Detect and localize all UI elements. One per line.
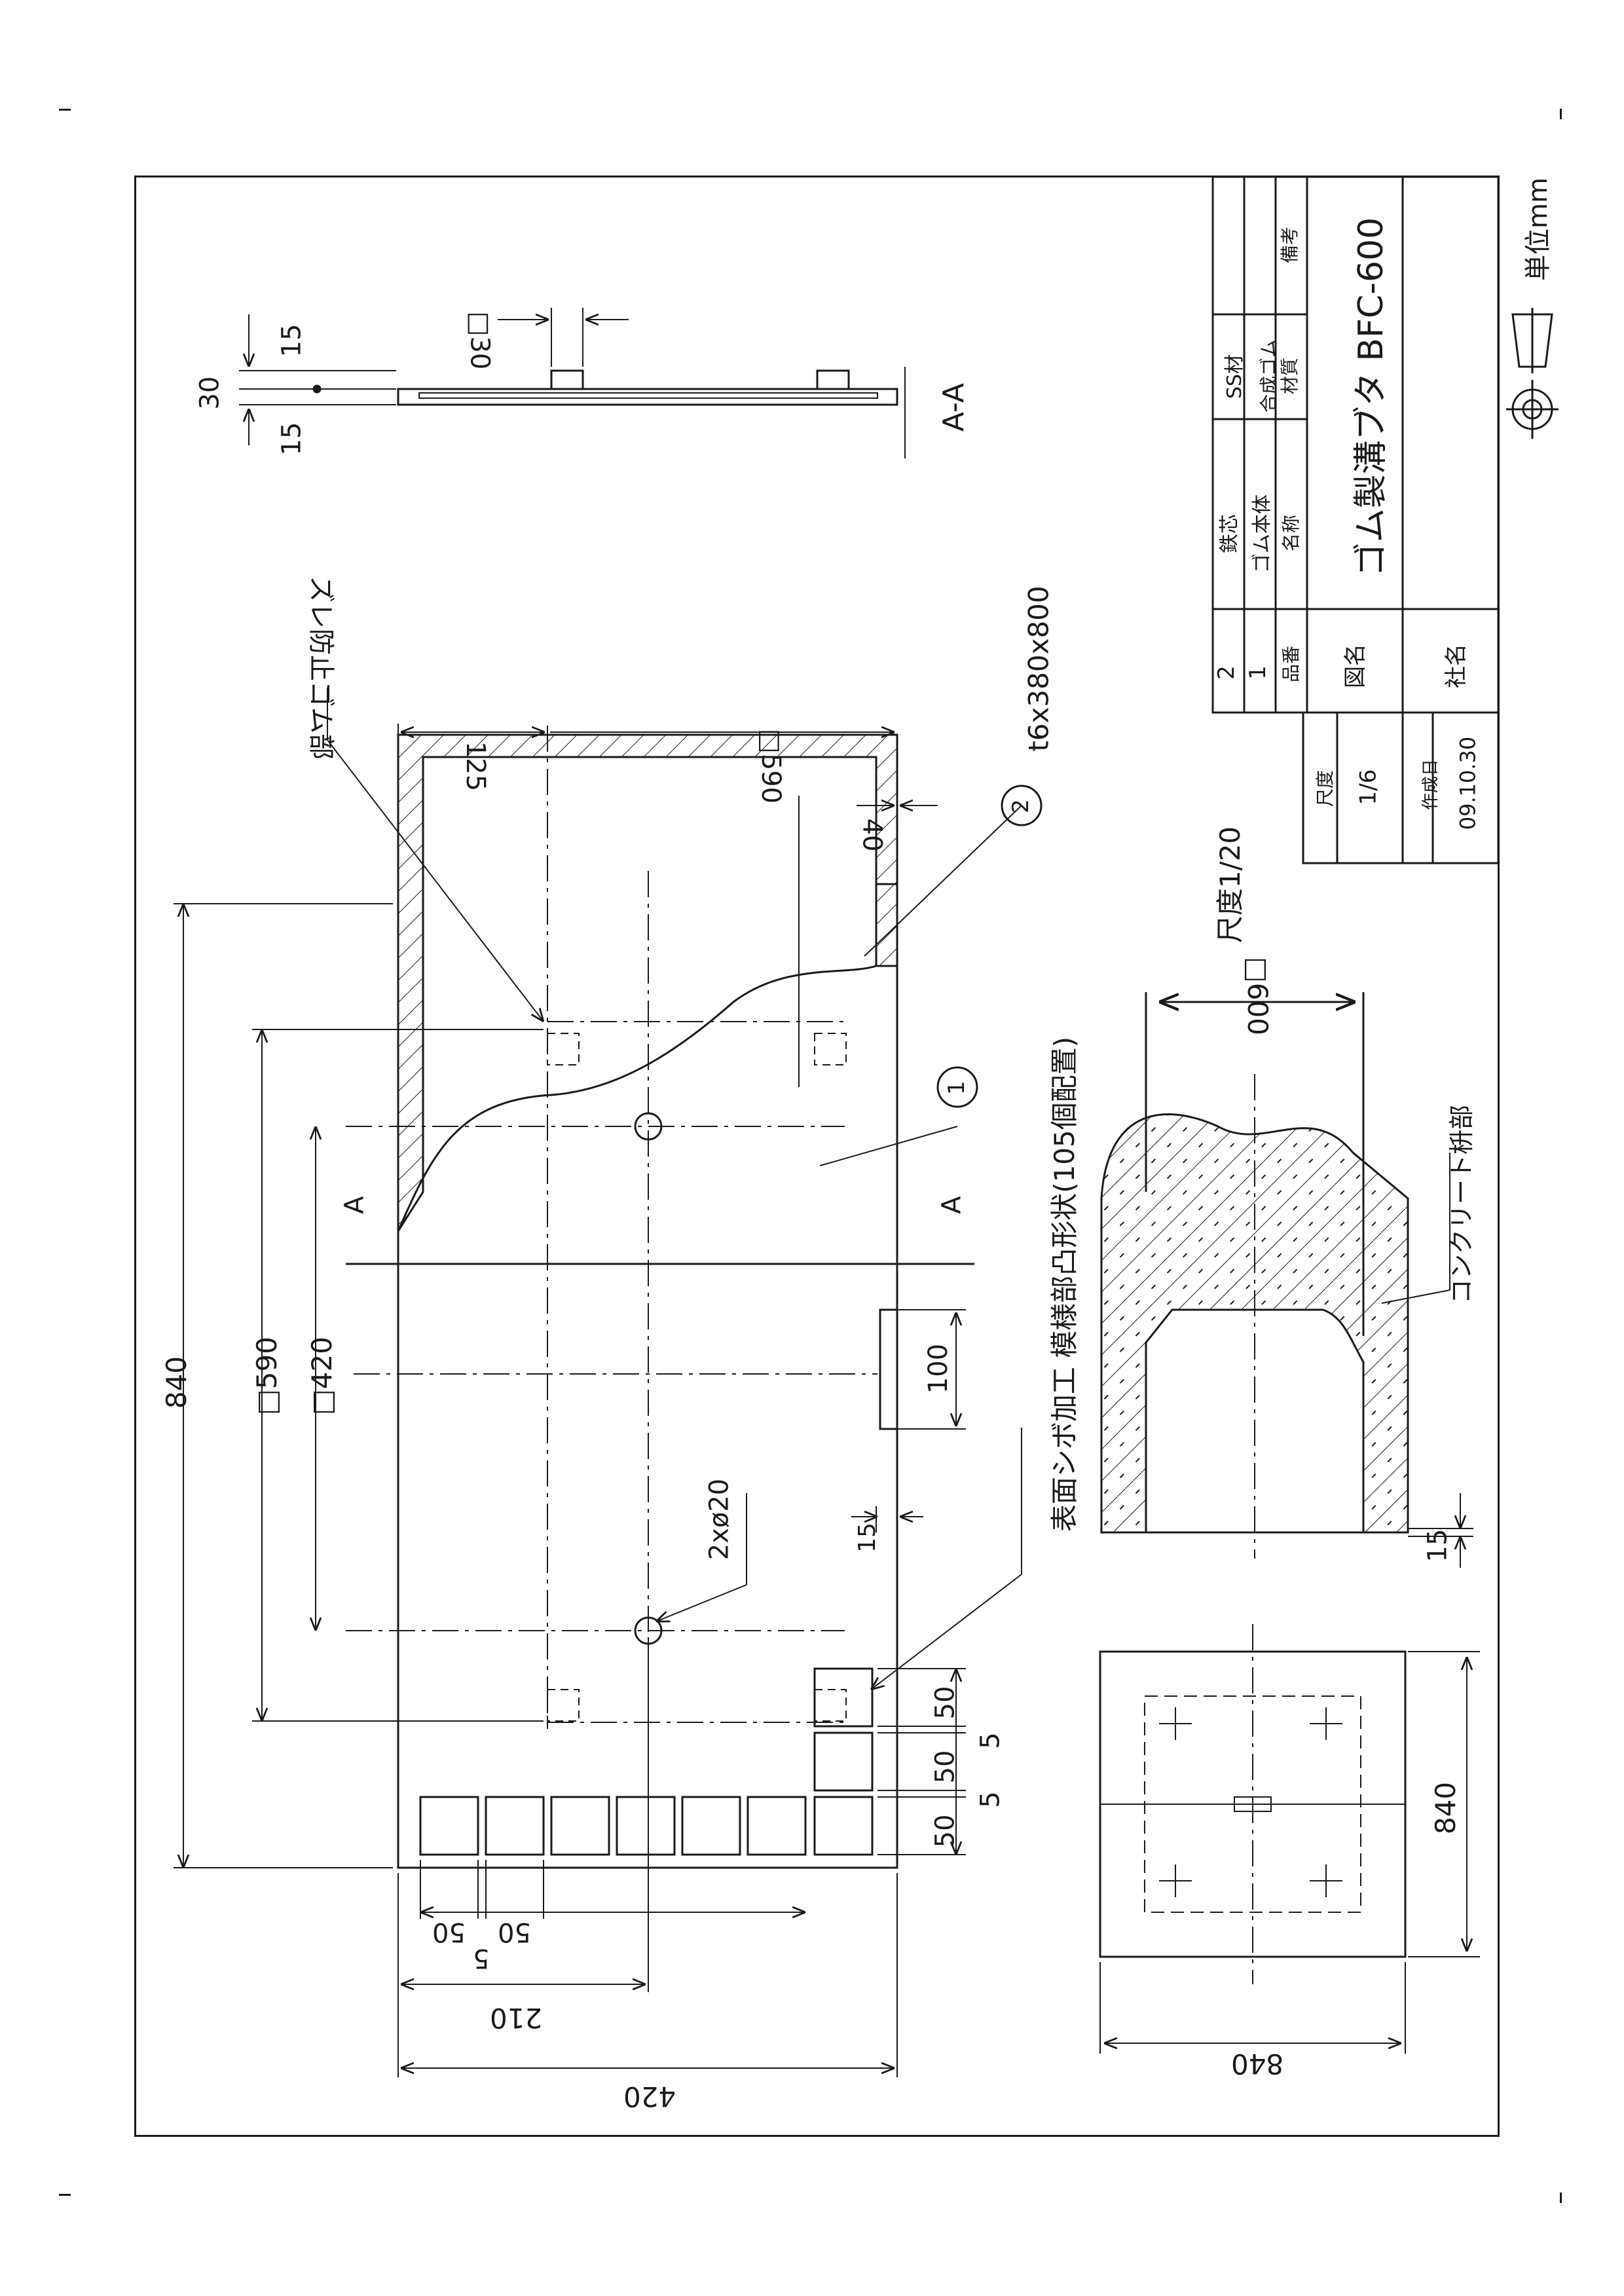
- drawing-name-label: 図名: [1342, 644, 1369, 688]
- dim-40: 40: [857, 818, 887, 852]
- drawing-frame: [134, 176, 1500, 2137]
- projection-symbol-icon: [1506, 308, 1559, 439]
- concrete-box-label: コンクリート枡部: [1447, 1104, 1477, 1305]
- frame-dim-15: 15: [1422, 1528, 1453, 1563]
- frame-dim-600: □600: [1241, 957, 1274, 1035]
- overview-dim-840-horizontal: 840: [1231, 2048, 1284, 2080]
- part-1-material: 合成ゴム: [1258, 339, 1280, 413]
- balloon-2-label: 2: [1007, 799, 1034, 813]
- title-block: [1211, 176, 1500, 864]
- steel-plate-note: t6x380x800: [1022, 585, 1055, 752]
- holes-note: 2xø20: [704, 1478, 735, 1561]
- part-1-name: ゴム本体: [1251, 494, 1274, 573]
- corner-mark-bl: [59, 2194, 71, 2196]
- dim-590-top: □590: [756, 728, 786, 804]
- width-210: 210: [490, 2002, 543, 2034]
- dim-100: 100: [923, 1343, 954, 1394]
- date-label: 作成日: [1421, 758, 1441, 811]
- anti-slip-rubber-note: ズレ防止ゴム部: [306, 576, 336, 760]
- section-aa-dim-15-top: 15: [276, 324, 307, 358]
- dim-125: 125: [460, 741, 491, 792]
- section-aa-dim-lug: □30: [464, 311, 495, 370]
- header-material: 材質: [1279, 357, 1301, 395]
- balloon-1-label: 1: [943, 1081, 970, 1095]
- width-5: 5: [473, 1943, 490, 1973]
- surface-finish-note: 表面シボ加工 模様部凸形状(105個配置): [1048, 1036, 1081, 1532]
- dim-5-b: 5: [975, 1791, 1006, 1808]
- dim-420-square: □420: [305, 1337, 338, 1415]
- scale-value: 1/6: [1355, 769, 1382, 805]
- dim-840: 840: [160, 1356, 193, 1409]
- plan-dimensions: [174, 688, 1022, 2077]
- dim-50-b: 50: [930, 1750, 961, 1784]
- section-aa-view: [239, 308, 906, 458]
- frame-detail-view: [1100, 992, 1473, 1568]
- overview-dim-840-vertical: 840: [1430, 1781, 1462, 1835]
- plan-view: [346, 726, 974, 1869]
- corner-mark-tl: [59, 109, 71, 111]
- dim-50-a: 50: [930, 1686, 961, 1720]
- dim-590-outer: □590: [250, 1337, 283, 1415]
- part-2-no: 2: [1213, 665, 1240, 680]
- header-no: 品番: [1280, 645, 1302, 683]
- dim-50-c: 50: [930, 1814, 961, 1848]
- section-marker-a-left: A: [339, 1196, 370, 1214]
- overview-view: [1099, 1624, 1480, 2054]
- part-1-no: 1: [1244, 665, 1271, 680]
- drawing-name: ゴム製溝ブタ BFC-600: [1352, 217, 1392, 577]
- width-420: 420: [623, 2081, 676, 2113]
- header-remarks: 備考: [1279, 226, 1301, 264]
- corner-mark-br: [1560, 2193, 1562, 2203]
- section-aa-title: A-A: [937, 382, 971, 432]
- header-name: 名称: [1280, 514, 1302, 552]
- dim-15-notch: 15: [853, 1523, 881, 1553]
- date-value: 09.10.30: [1455, 736, 1481, 830]
- section-marker-a-right: A: [936, 1196, 967, 1214]
- balloon-2-circle: [1001, 785, 1043, 826]
- balloon-1-circle: [936, 1066, 978, 1108]
- part-2-material: SS材: [1223, 354, 1247, 399]
- dim-5-a: 5: [975, 1732, 1006, 1749]
- width-50-b: 50: [498, 1917, 531, 1947]
- width-50-a: 50: [432, 1917, 466, 1947]
- section-aa-dim-30: 30: [194, 376, 225, 410]
- company-label: 社名: [1443, 644, 1469, 688]
- corner-mark-tr: [1560, 109, 1562, 119]
- section-aa-dim-15-bottom: 15: [276, 422, 307, 456]
- units-label: 単位mm: [1522, 177, 1553, 281]
- scale-label: 尺度: [1314, 769, 1337, 807]
- plan-scale-note: 尺度1/20: [1214, 826, 1247, 944]
- part-2-name: 鉄芯: [1218, 514, 1241, 553]
